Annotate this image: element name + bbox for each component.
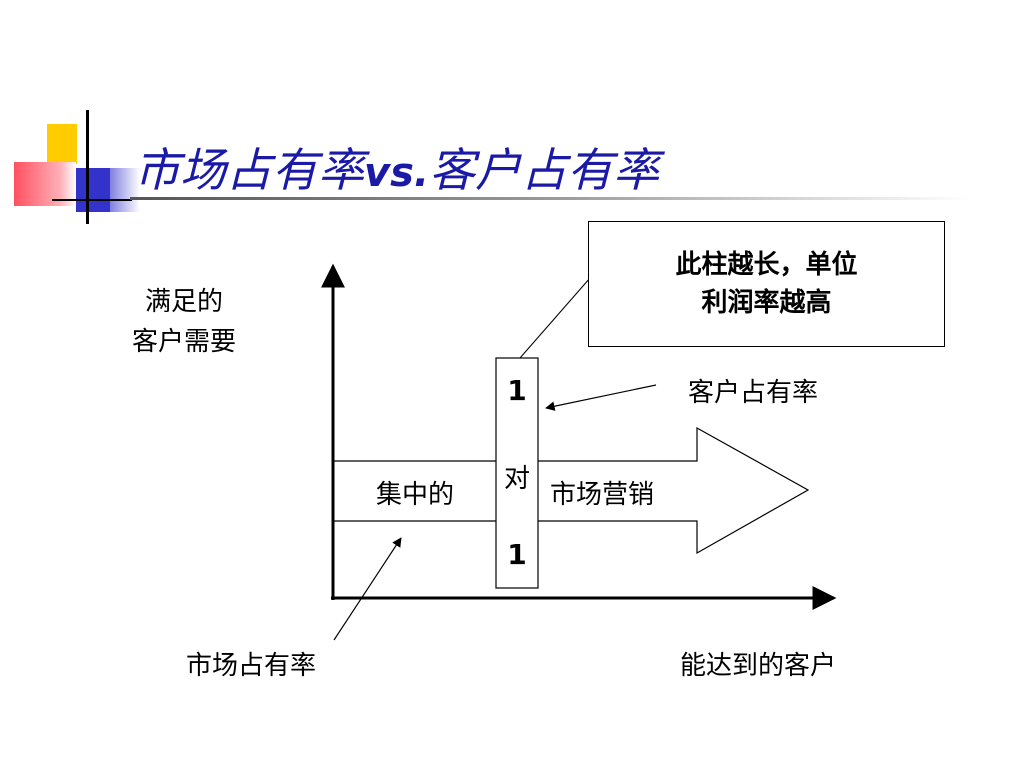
- market-share-pointer: [333, 537, 402, 641]
- arrow-left-text: 集中的: [376, 480, 455, 510]
- title-vs: vs.: [364, 150, 430, 196]
- slide-title: 市场占有率vs.客户占有率: [134, 134, 659, 200]
- x-axis-label: 能达到的客户: [680, 651, 837, 681]
- decor-vertical-line: [86, 110, 89, 224]
- callout-box: 此柱越长，单位 利润率越高: [588, 221, 945, 347]
- customer-share-label: 客户占有率: [688, 378, 819, 408]
- title-rest: 客户占有率: [429, 143, 660, 197]
- y-axis-label-line-2: 客户需要: [132, 327, 237, 357]
- decor-blue-square: [76, 168, 110, 212]
- one-to-one-bar: [495, 357, 539, 589]
- decor-red-square: [14, 162, 76, 206]
- callout-connector: [519, 277, 591, 359]
- bar-bottom-number: 1: [507, 538, 527, 571]
- bar-top-number: 1: [507, 374, 527, 407]
- market-share-label: 市场占有率: [186, 651, 317, 681]
- customer-share-pointer: [545, 384, 657, 411]
- bar-middle-text: 对: [503, 464, 530, 494]
- arrow-right-text: 市场营销: [550, 480, 655, 510]
- callout-line-2: 利润率越高: [701, 288, 832, 318]
- callout-line-1: 此柱越长，单位: [675, 250, 858, 280]
- y-axis-label: 满足的 客户需要: [132, 282, 236, 362]
- y-axis-label-line-1: 满足的: [145, 287, 224, 317]
- market-arrow-shape: [332, 426, 810, 555]
- decor-blue-fade: [110, 168, 140, 212]
- title-main: 市场占有率: [134, 143, 364, 197]
- title-underline: [130, 197, 970, 200]
- decor-yellow-square: [47, 124, 77, 164]
- decor-horizontal-line: [52, 199, 132, 201]
